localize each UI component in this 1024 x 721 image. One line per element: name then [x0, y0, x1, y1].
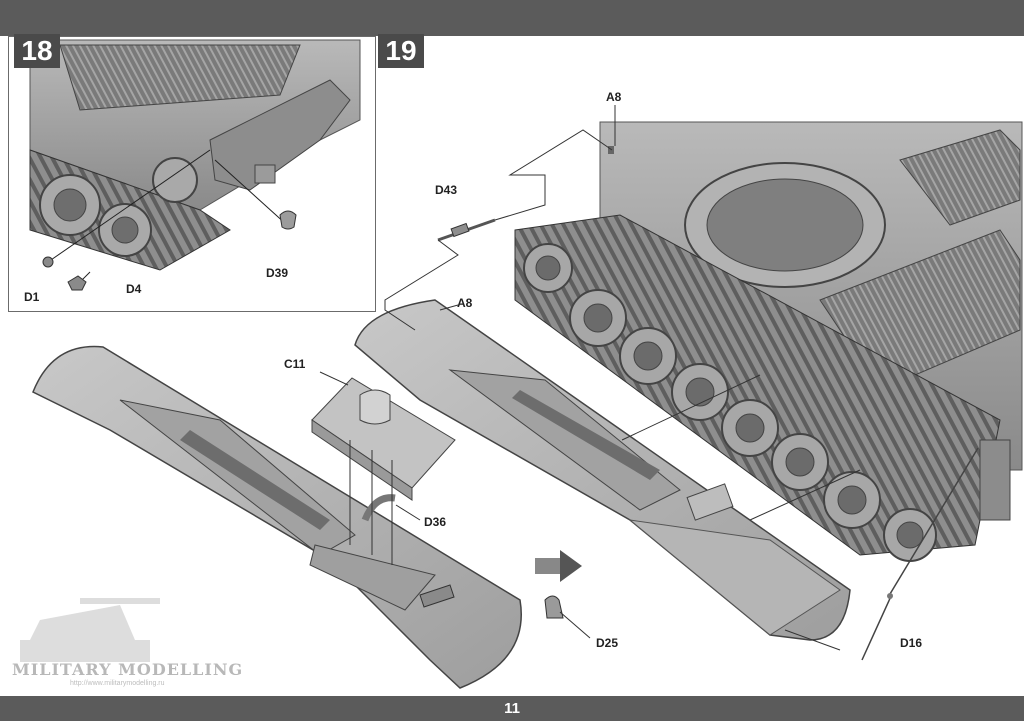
watermark-name: MILITARY MODELLING — [12, 660, 244, 679]
step-19-tank-hull — [514, 121, 1023, 562]
part-d16 — [861, 447, 979, 661]
part-a8-top — [608, 146, 614, 154]
part-label-a8-mid: A8 — [457, 296, 473, 310]
part-label-d39: D39 — [266, 266, 289, 280]
page-number: 11 — [504, 700, 520, 717]
footer-band — [0, 696, 1024, 721]
part-c11 — [311, 377, 456, 501]
part-label-a8-top: A8 — [606, 90, 622, 104]
part-label-d1: D1 — [24, 290, 40, 304]
step-number-18: 18 — [14, 34, 60, 68]
left-fender-assembly — [32, 345, 522, 689]
part-label-d43: D43 — [435, 183, 458, 197]
right-fender-assembly — [354, 299, 851, 641]
part-label-c11: C11 — [284, 357, 306, 371]
part-label-d16: D16 — [900, 636, 923, 650]
direction-arrow — [535, 550, 582, 582]
part-label-d36: D36 — [424, 515, 447, 529]
step-number-19: 19 — [378, 34, 424, 68]
part-d43 — [437, 218, 496, 242]
step-18-hull-closeup — [29, 39, 361, 291]
part-d25 — [544, 595, 564, 619]
watermark-tank-icon — [20, 598, 160, 662]
watermark-url: http://www.militarymodelling.ru — [70, 680, 165, 687]
assembly-leader-lines — [319, 105, 861, 651]
part-label-d4: D4 — [126, 282, 142, 296]
part-label-d25: D25 — [596, 636, 619, 650]
header-band — [0, 0, 1024, 36]
